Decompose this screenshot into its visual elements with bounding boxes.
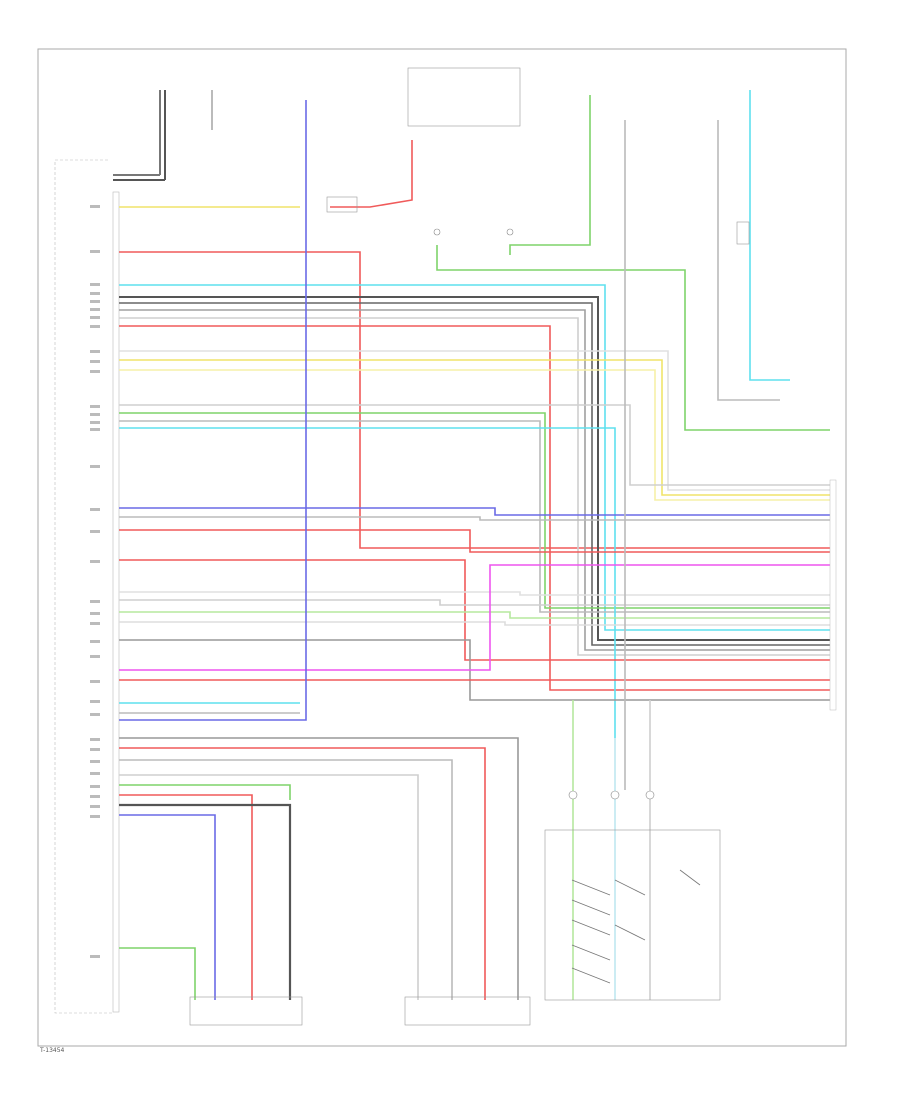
wire-green-2: [436, 245, 830, 431]
diagram-frame: [37, 48, 847, 1047]
wire-red-low-1: [119, 747, 486, 1000]
wire-black-2: [119, 302, 830, 646]
wire-cyan-1: [119, 284, 830, 631]
head-unit-dashed-border: [54, 159, 113, 1014]
wire-red-2: [119, 325, 830, 691]
wire-green-low: [119, 947, 196, 1000]
wire-gray-top-2: [717, 120, 780, 401]
wire-yellow-2: [119, 359, 830, 496]
wire-gray-6: [119, 599, 830, 606]
wire-red-low-2: [119, 794, 253, 1000]
wire-gray-4: [119, 420, 830, 613]
steering-switches: [571, 869, 701, 984]
wire-light-green: [119, 611, 830, 619]
wire-light-1: [119, 350, 830, 491]
pin-labels-left: [90, 205, 100, 958]
wire-green-1: [119, 412, 830, 609]
wire-blue-vertical: [119, 100, 307, 721]
wire-gray-7: [119, 621, 830, 626]
wire-cyan-top: [749, 90, 790, 381]
wire-gray-low-2: [119, 774, 419, 1000]
wire-blue-low: [119, 814, 216, 1000]
footer-code: T-13454: [39, 1047, 65, 1054]
wire-blue-1: [119, 507, 830, 516]
wire-gray-5: [119, 516, 830, 521]
connector-boxes: [189, 67, 750, 1026]
antenna-connectors: [113, 90, 213, 181]
wire-red-3: [119, 529, 830, 553]
wire-red-top: [119, 251, 830, 549]
wire-gray-3: [119, 404, 830, 486]
wire-gray-low-1: [119, 759, 453, 1000]
right-connector-pins: [829, 479, 837, 711]
wire-black-low-2: [119, 803, 292, 1000]
wire-green-mid: [119, 784, 291, 800]
wire-bundle: [119, 90, 830, 1000]
terminal-symbols: [433, 228, 655, 800]
wire-cyan-2: [119, 427, 616, 738]
wire-green-top: [509, 95, 591, 255]
wire-red-4: [119, 559, 830, 661]
wire-yellow-3: [119, 369, 830, 501]
wire-red-upper: [330, 140, 413, 208]
wire-black-low-1: [119, 737, 519, 1000]
wire-black-1: [119, 296, 830, 641]
wire-gray-2: [119, 317, 830, 656]
wire-gray-1: [119, 309, 830, 651]
wire-light-2: [119, 591, 830, 596]
wire-magenta: [119, 564, 830, 671]
head-unit-outline: [112, 191, 120, 1013]
